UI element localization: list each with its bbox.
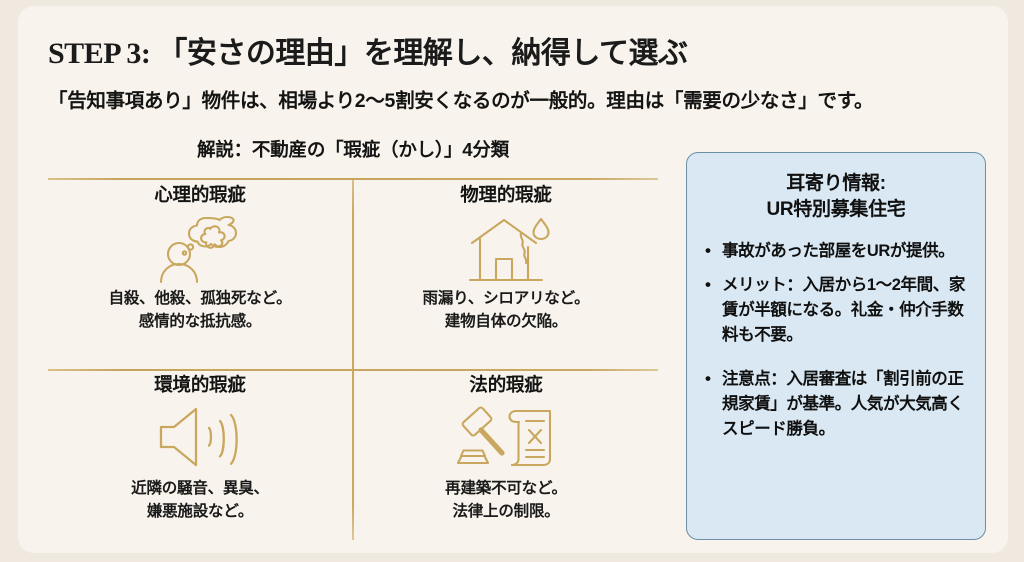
house-leak-crack-icon — [354, 208, 658, 286]
cell-title: 法的瑕疵 — [469, 374, 543, 395]
matrix-top-rule — [48, 178, 658, 180]
matrix-vertical-rule — [352, 180, 354, 540]
cell-title: 環境的瑕疵 — [154, 374, 246, 395]
cell-description-line2: 感情的な抵抗感。 — [138, 312, 262, 330]
cell-description-line1: 再建築不可など。 — [445, 480, 567, 498]
info-box-title-line2: UR特別募集住宅 — [766, 199, 906, 221]
cell-description-line2: 建物自体の欠陥。 — [444, 312, 568, 330]
info-box-title: 耳寄り情報: UR特別募集住宅 — [687, 171, 985, 223]
matrix-cell-legal: 法的瑕疵 — [354, 374, 658, 562]
list-item: 注意点：入居審査は「割引前の正規家賃」が基準。人気が大気高くスピード勝負。 — [703, 366, 973, 442]
cell-title: 心理的瑕疵 — [154, 184, 246, 205]
info-box-bullet-list: 事故があった部屋をURが提供。 メリット：入居から1〜2年間、家賃が半額になる。… — [703, 238, 973, 442]
cell-title: 物理的瑕疵 — [460, 184, 552, 205]
cell-description-line1: 雨漏り、シロアリなど。 — [422, 290, 590, 308]
cell-description-line2: 嫌悪施設など。 — [146, 502, 254, 520]
cell-description-line1: 自殺、他殺、孤独死など。 — [108, 290, 292, 308]
list-item: メリット：入居から1〜2年間、家賃が半額になる。礼金・仲介手数料も不要。 — [703, 272, 973, 348]
page-subtitle: 「告知事項あり」物件は、相場より2〜5割安くなるのが一般的。理由は「需要の少なさ… — [48, 90, 874, 112]
gavel-scroll-icon — [354, 398, 658, 476]
matrix-heading: 解説：不動産の「瑕疵（かし）」4分類 — [197, 139, 509, 160]
cell-description: 近隣の騒音、異臭、 嫌悪施設など。 — [48, 478, 352, 523]
page-title: STEP 3: 「安さの理由」を理解し、納得して選ぶ — [48, 37, 688, 70]
person-thought-bubble-icon — [48, 208, 352, 286]
matrix-cell-environmental: 環境的瑕疵 近隣の騒音、異臭、 嫌悪施設など。 — [48, 374, 352, 562]
slide-card: STEP 3: 「安さの理由」を理解し、納得して選ぶ 「告知事項あり」物件は、相… — [18, 6, 1008, 553]
cell-description-line2: 法律上の制限。 — [452, 502, 560, 520]
cell-description: 再建築不可など。 法律上の制限。 — [354, 478, 658, 523]
loudspeaker-noise-icon — [48, 398, 352, 476]
cell-description: 自殺、他殺、孤独死など。 感情的な抵抗感。 — [48, 288, 352, 333]
info-box-title-line1: 耳寄り情報: — [786, 173, 886, 194]
matrix-cell-psychological: 心理的瑕疵 自殺、他殺、孤独死など。 感情的な抵抗感。 — [48, 184, 352, 372]
list-item: 事故があった部屋をURが提供。 — [703, 238, 973, 264]
hazi-matrix: 解説：不動産の「瑕疵（かし）」4分類 心理的瑕疵 自殺、他殺、孤独死など。 感情… — [48, 136, 658, 541]
cell-description: 雨漏り、シロアリなど。 建物自体の欠陥。 — [354, 288, 658, 333]
cell-description-line1: 近隣の騒音、異臭、 — [131, 480, 269, 498]
ur-info-box: 耳寄り情報: UR特別募集住宅 事故があった部屋をURが提供。 メリット：入居か… — [686, 152, 986, 540]
matrix-cell-physical: 物理的瑕疵 雨漏り、シロアリなど。 建物自体の欠陥。 — [354, 184, 658, 372]
